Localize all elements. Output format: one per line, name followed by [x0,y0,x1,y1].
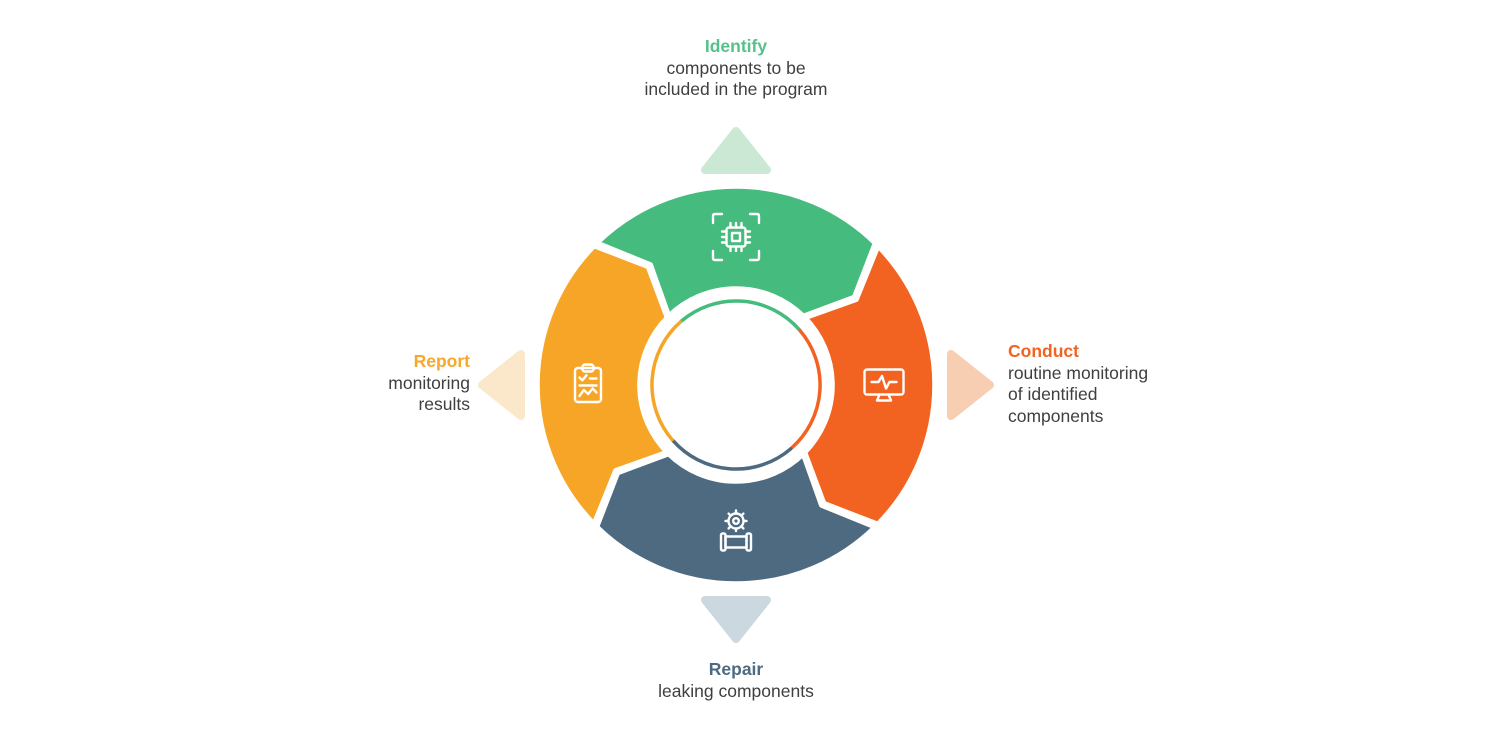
outward-arrow-conduct [947,350,994,420]
label-conduct-line: of identified [1008,384,1098,404]
label-repair-line: leaking components [658,680,814,701]
label-report-title: Report [413,351,470,371]
label-repair-title: Repair [708,659,764,679]
inner-ring-report [650,320,683,442]
outward-arrow-identify [701,127,771,174]
outward-arrows [478,127,994,643]
monitor-pulse-icon [863,368,905,402]
outward-arrow-report [478,350,525,420]
inner-ring-arcs [650,299,822,471]
label-report: Report monitoring results [250,351,470,416]
label-identify: Identify components to be included in th… [586,36,886,101]
gear-pipe-icon [719,509,753,552]
segment-conduct [801,242,938,528]
label-conduct-line: routine monitoring [1008,362,1149,383]
outward-arrow-repair [701,596,771,643]
chip-in-frame-icon [711,212,761,262]
inner-ring-repair [671,438,793,471]
segment-report [534,242,671,528]
label-report-line: results [418,394,470,414]
clipboard-checklist-icon [573,363,603,404]
inner-ring-conduct [789,328,822,450]
label-identify-line: components to be [666,57,806,78]
inner-ring-identify [679,299,801,332]
label-conduct-line: components [1008,405,1104,426]
label-identify-title: Identify [704,36,768,56]
label-repair: Repair leaking components [586,659,886,702]
label-identify-line: included in the program [644,79,828,99]
label-conduct: Conduct routine monitoring of identified… [1008,341,1228,427]
segment-icons [573,212,905,552]
label-report-line: monitoring [388,372,470,393]
label-conduct-title: Conduct [1008,341,1079,361]
